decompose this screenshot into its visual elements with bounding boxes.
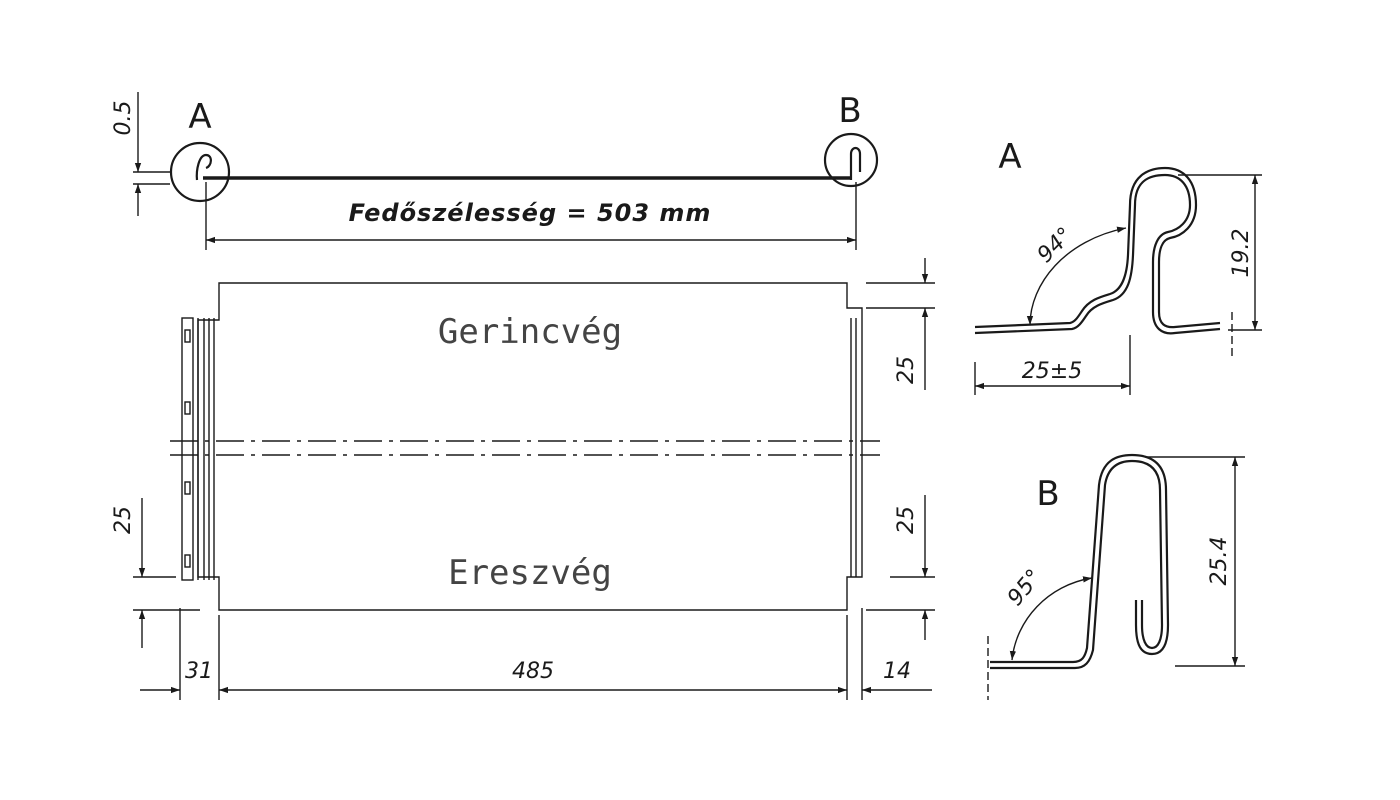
profile-a-inner [974,166,1221,329]
thickness-label: 0.5 [111,101,136,136]
detail-b-view [987,453,1245,700]
dim-right-edge: 14 [883,659,911,684]
top-profile-view [133,92,879,250]
left-seam-strip [181,317,194,581]
seam-slot [184,329,191,343]
profile-a-hook [195,153,212,181]
angle-a-label: 94° [1033,223,1078,268]
height-b-label: 25.4 [1207,537,1232,586]
dim-right-top: 25 [894,356,919,384]
dim-left-edge: 31 [185,659,213,684]
width-a-label: 25±5 [1022,359,1082,384]
detail-a-title: A [998,137,1021,177]
ridge-end-label: Gerincvég [438,312,622,352]
cover-width-label: Fedőszélesség = 503 mm [349,199,712,227]
profile-b-hook [849,146,862,180]
detail-b-circle [823,132,879,188]
seam-slot [184,481,191,495]
dim-main-width: 485 [512,659,554,684]
seam-slot [184,401,191,415]
height-a-label: 19.2 [1229,229,1254,278]
angle-b-arc [1009,576,1093,661]
dim-right-bottom: 25 [894,506,919,534]
detail-a-circle [169,141,231,203]
plan-view [133,258,935,700]
detail-b-label: B [838,91,861,131]
detail-b-title: B [1036,474,1059,514]
detail-a-label: A [188,97,211,137]
seam-slot [184,554,191,568]
angle-a-arc [1026,226,1127,326]
detail-a-view [974,166,1262,395]
eave-end-label: Ereszvég [448,553,612,593]
profile-a-outer [974,173,1221,335]
dim-left-bottom: 25 [111,506,136,534]
